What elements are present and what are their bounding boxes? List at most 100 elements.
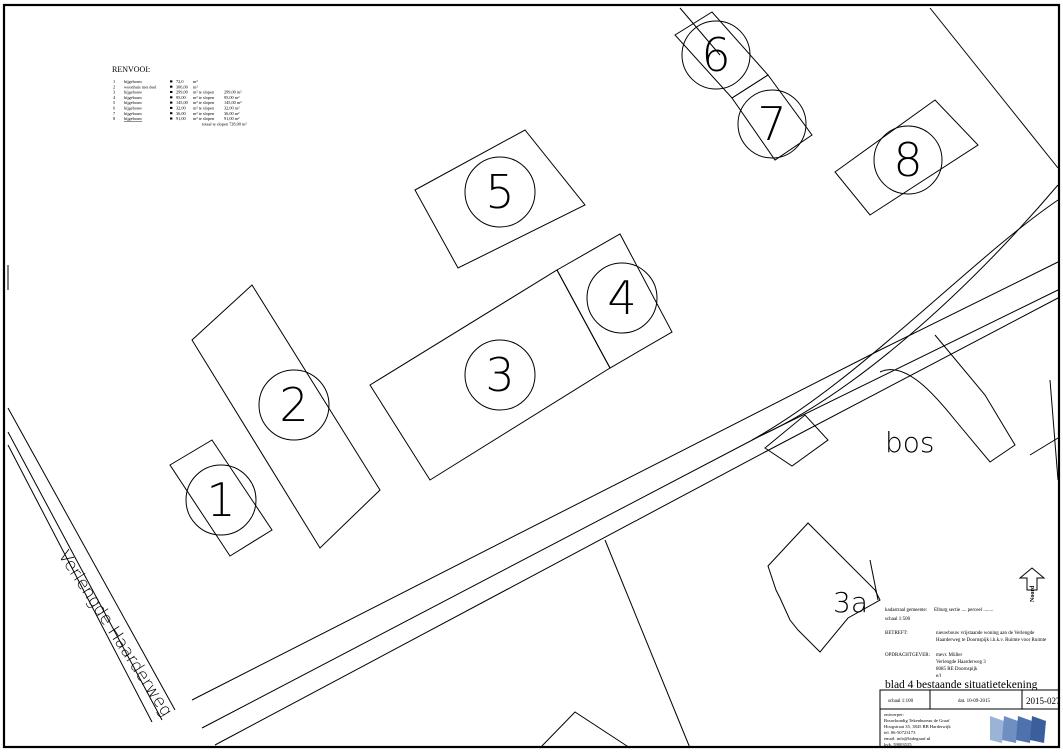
lane-curve (759, 184, 1059, 437)
legend-row-area: 299,00 (176, 90, 188, 96)
legend-row-area: 306,00 (176, 84, 188, 90)
building-5-outline (414, 129, 586, 269)
building-2-label: 2 (279, 378, 308, 432)
logo-block-1 (990, 716, 1004, 743)
architect-label: ontwerper: (884, 712, 904, 717)
building-1-label: 1 (206, 473, 235, 527)
client-line-2: Verlengde Haarderweg 3 (936, 660, 986, 665)
client-line-4: e/l (936, 674, 942, 679)
title-box (879, 689, 1060, 748)
legend-row-unit: m² te slopen (193, 100, 215, 105)
legend-row-area: 91,00 (176, 116, 186, 122)
company-logo (990, 716, 1046, 743)
subject-label: BETREFT: (885, 631, 908, 636)
scale-value: schaal 1:100 (888, 699, 914, 704)
legend-row-demolish: 91,00 m² (224, 116, 240, 122)
legend-row-bullet (170, 117, 173, 120)
building-8-outline (834, 99, 979, 216)
legend-row-demolish: 299,00 m² (224, 90, 242, 96)
north-arrow-icon (1018, 567, 1046, 591)
path-to-bos (879, 334, 1016, 463)
path-stub (1029, 437, 1059, 456)
legend-row-bullet (170, 85, 173, 88)
legend-row-name: bijgebouw (124, 100, 143, 105)
legend-title: RENVOOI: (112, 65, 150, 74)
legend-row-name: bijgebouw (124, 90, 143, 95)
legend-row-number: 4 (113, 95, 116, 100)
legend-row-demolish: 36,00 m² (224, 111, 240, 117)
legend-row-bullet (170, 112, 173, 115)
date-value: dat. 10-09-2015 (958, 699, 990, 704)
cadastral-value: Elburg sectie .... perceel ........ (934, 608, 993, 613)
legend-row-name: bijgebouw (124, 106, 143, 111)
building-4-marker (586, 262, 658, 334)
legend-row-unit: m² (193, 84, 198, 89)
scale-note: schaal 1:500 (885, 617, 911, 622)
legend-row-area: 145,00 (176, 100, 188, 106)
building-7-outline (731, 74, 813, 161)
lane-curve-2 (751, 199, 1059, 441)
building-1-marker (185, 464, 257, 536)
edge-tick (1049, 379, 1059, 481)
lower-parcel-line (604, 539, 691, 749)
building-5-marker (464, 156, 536, 228)
legend-row-number: 3 (113, 90, 115, 95)
legend-row-unit: m² (193, 79, 198, 84)
logo-block-3 (1016, 716, 1032, 743)
legend-row-bullet (170, 101, 173, 104)
architect-line-4: email: info@btdegraaf.nl (884, 736, 931, 741)
legend-row-demolish: 32,00 m² (224, 106, 240, 112)
legend-row-number: 2 (113, 84, 115, 89)
cadastral-label: kadastraal gemeente: (885, 608, 927, 613)
client-label: OPDRACHTGEVER: (885, 653, 930, 658)
legend-row-demolish: 95,00 m² (224, 95, 240, 101)
legend-row-name: woonhuis met deel (124, 84, 157, 89)
bos-label: bos (885, 426, 935, 459)
legend-row-bullet (170, 80, 173, 83)
sheet-title: blad 4 bestaande situatietekening (885, 679, 1038, 691)
parcel-line-n (679, 7, 721, 56)
legend-row-name: bijgebouw (124, 95, 143, 100)
legend-row-area: 95,00 (176, 95, 186, 101)
legend-row-name: bijgebouw (124, 111, 143, 116)
subject-line-2: Haarderweg te Doornspijk i.h.k.v. Ruimte… (936, 638, 1047, 643)
lane-edge-2 (214, 297, 1059, 746)
road-label: Verlengde Haarderweg (54, 547, 176, 720)
north-label: Noord (1030, 585, 1036, 602)
building-4-outline (556, 233, 673, 369)
building-8-label: 8 (893, 133, 922, 187)
legend-row-number: 6 (113, 106, 116, 111)
legend-row-number: 1 (113, 79, 115, 84)
legend-row-number: 5 (113, 100, 115, 105)
parcel-boundary-south (191, 261, 1059, 701)
neighbor-label-3a: 3a (833, 586, 868, 619)
small-shed (764, 414, 829, 467)
legend-row-unit: m² te slopen (193, 95, 215, 100)
legend-row-name: bijgebouw (124, 79, 143, 84)
architect-line-2: Hoogstraat 35, 3845 BB Harderwijk (884, 724, 951, 730)
building-6-marker (681, 20, 751, 90)
building-6-label: 6 (701, 28, 730, 82)
architect-line-5: kvk. 59003525 (884, 742, 912, 747)
building-3-label: 3 (485, 348, 514, 402)
building-7-marker (737, 89, 807, 159)
legend-total: totaal te slopen 728,00 m² (202, 121, 247, 127)
building-3-marker (464, 339, 536, 411)
road-edge-inner (7, 431, 163, 721)
road-edge-outer (7, 407, 176, 711)
legend-row-area: 32,00 (176, 106, 186, 112)
legend-row-unit: m² te slopen (193, 106, 215, 111)
logo-block-2 (1002, 716, 1018, 743)
building-4-label: 4 (607, 271, 636, 325)
buildings: 1 2 3 4 5 6 7 8 (169, 11, 979, 557)
legend-row-unit: m² te slopen (193, 116, 215, 121)
legend-row-number: 7 (113, 111, 116, 116)
north-arrow: Noord (1018, 567, 1046, 602)
legend-row-area: 36,00 (176, 111, 186, 117)
legend-row-number: 8 (113, 116, 115, 121)
legend-row-bullet (170, 106, 173, 109)
legend-row-unit: m² te slopen (193, 111, 215, 116)
